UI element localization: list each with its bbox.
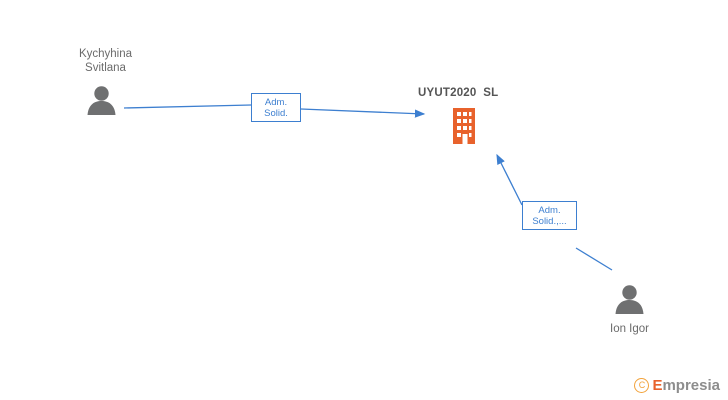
person-icon[interactable]: [613, 283, 646, 321]
watermark: C Empresia: [634, 377, 720, 394]
edge-arrow-ion: [496, 153, 523, 206]
building-icon[interactable]: [448, 106, 480, 151]
person-label-ion: Ion Igor: [610, 323, 649, 335]
person-label-kychyhina: Kychyhina Svitlana: [78, 48, 133, 74]
edge-label-kychyhina[interactable]: Adm. Solid.: [251, 93, 301, 122]
person-icon[interactable]: [85, 84, 118, 122]
company-name: UYUT2020 SL: [418, 87, 499, 99]
edge-label-ion[interactable]: Adm. Solid.,...: [522, 201, 577, 230]
edge-line-ion: [575, 247, 613, 271]
copyright-icon: C: [634, 378, 650, 393]
edge-arrow-kychyhina: [300, 108, 426, 118]
brand-label: Empresia: [652, 377, 720, 394]
edge-line-kychyhina: [123, 104, 252, 109]
